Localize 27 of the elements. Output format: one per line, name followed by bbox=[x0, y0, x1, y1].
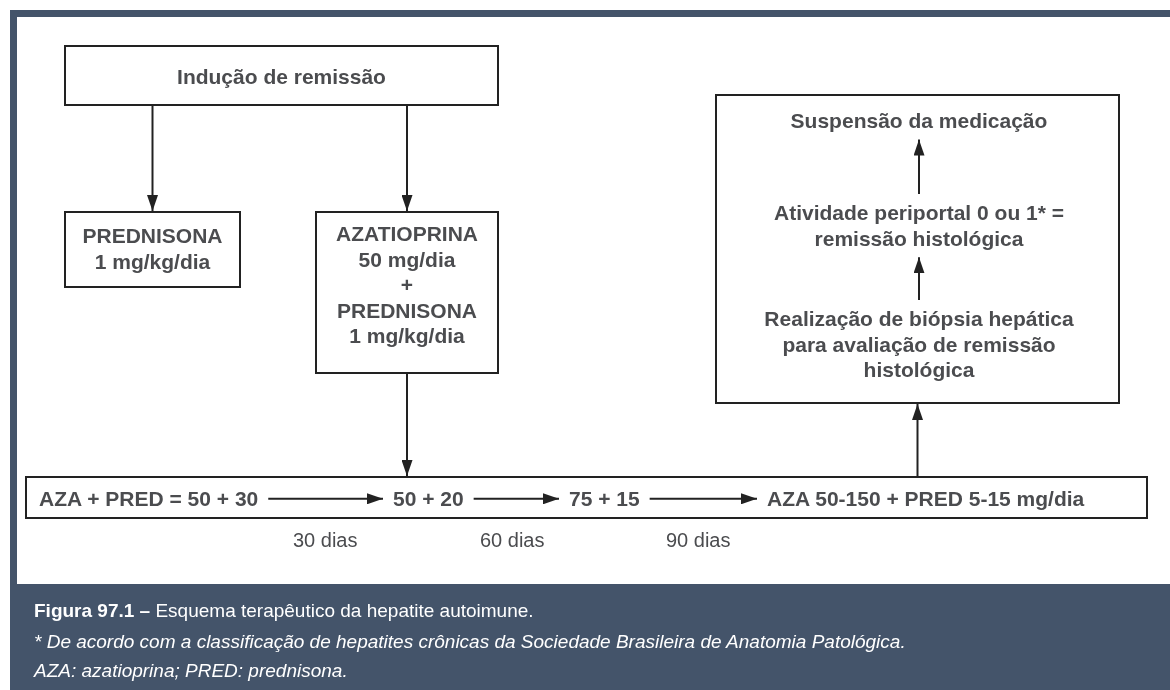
arrow bbox=[401, 373, 413, 477]
step-text: 50 + 20 bbox=[383, 480, 474, 518]
arrow bbox=[472, 493, 560, 505]
arrow bbox=[401, 105, 413, 212]
arrow bbox=[648, 493, 758, 505]
arrow bbox=[147, 105, 158, 212]
arrow bbox=[913, 138, 925, 195]
footnote: AZA: azatioprina; PRED: prednisona. bbox=[34, 660, 348, 682]
figure-caption: Figura 97.1 – Esquema terapêutico da hepatite autoimune. bbox=[34, 600, 534, 622]
arrow bbox=[913, 256, 925, 301]
process-box: PREDNISONA 1 mg/kg/dia bbox=[64, 211, 241, 288]
group-box bbox=[715, 94, 1120, 404]
process-box: AZATIOPRINA 50 mg/dia + PREDNISONA 1 mg/kg/dia bbox=[315, 211, 499, 374]
step-text: AZA 50-150 + PRED 5-15 mg/dia bbox=[757, 480, 1095, 518]
dose-bar bbox=[25, 476, 1148, 519]
duration-label: 90 dias bbox=[666, 529, 731, 552]
duration-label: 60 dias bbox=[480, 529, 545, 552]
step-text: Suspensão da medicação bbox=[764, 102, 1074, 140]
step-text: AZA + PRED = 50 + 30 bbox=[29, 480, 269, 518]
process-box: Indução de remissão bbox=[64, 45, 499, 106]
footnote: * De acordo com a classificação de hepatites crônicas da Sociedade Brasileira de Anatomia Patológica. bbox=[34, 631, 906, 653]
duration-label: 30 dias bbox=[293, 529, 358, 552]
step-text: 75 + 15 bbox=[559, 480, 650, 518]
arrow bbox=[912, 403, 923, 477]
step-text: Realização de biópsia hepática para avaliação de remissão histológica bbox=[736, 300, 1102, 389]
step-text: Atividade periportal 0 ou 1* = remissão histológica bbox=[739, 194, 1099, 258]
arrow bbox=[267, 493, 384, 505]
